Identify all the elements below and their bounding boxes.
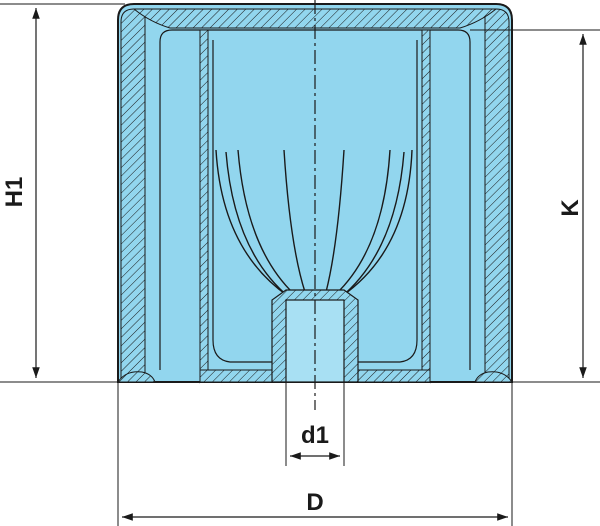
- inner-cup-wall-left: [199, 29, 209, 384]
- dimension-lines: [32, 7, 587, 521]
- label-h1: H1: [1, 177, 28, 208]
- rib-2: [237, 149, 295, 295]
- rib-6: [341, 149, 413, 297]
- rib-3: [283, 149, 306, 293]
- label-k: K: [557, 199, 584, 217]
- rib-5: [335, 149, 391, 295]
- foot-right: [474, 371, 513, 383]
- extension-lines: [0, 3, 600, 526]
- cap-wall-right: [484, 8, 510, 379]
- cap-wall-left: [120, 8, 146, 379]
- rib-7: [225, 151, 291, 299]
- label-d: D: [306, 489, 323, 516]
- cap-body: [117, 0, 513, 410]
- foot-left: [117, 371, 156, 383]
- label-d1: d1: [301, 422, 329, 449]
- rib-4: [325, 149, 345, 293]
- inner-cup-wall-right: [421, 29, 431, 384]
- rib-8: [339, 151, 405, 299]
- rib-1: [215, 149, 289, 297]
- ribs: [215, 149, 413, 299]
